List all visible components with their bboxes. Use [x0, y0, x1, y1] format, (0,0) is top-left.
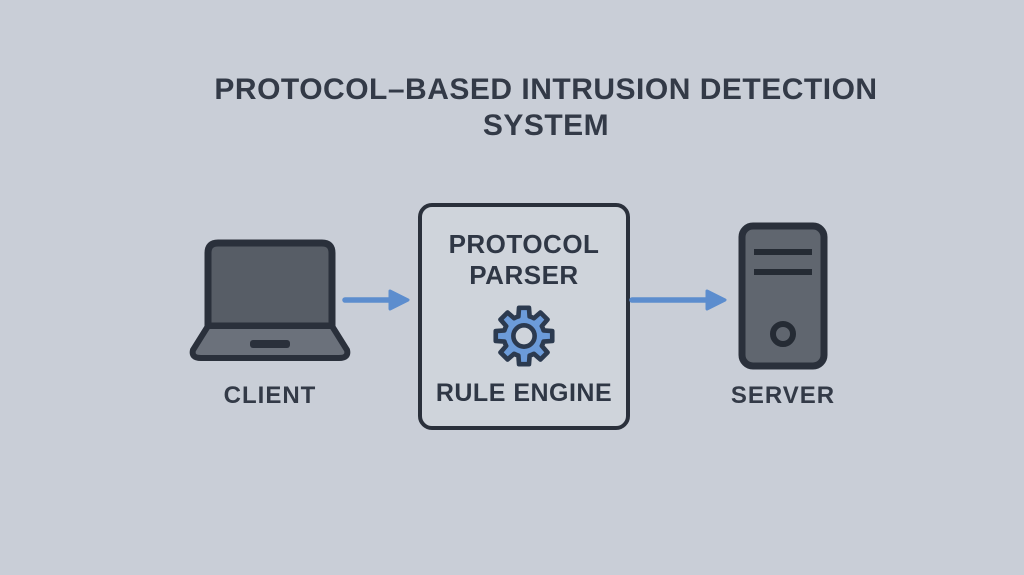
laptop-touchpad — [250, 340, 290, 348]
gear-icon — [493, 305, 555, 367]
parser-title-line-1: PROTOCOL — [448, 229, 600, 259]
server-label: SERVER — [730, 382, 836, 409]
arrow-head — [705, 289, 727, 311]
laptop-icon — [189, 239, 351, 361]
protocol-parser-box: PROTOCOL PARSER RULE ENGINE — [418, 203, 630, 430]
protocol-parser-title: PROTOCOL PARSER — [449, 229, 600, 291]
arrow-parser-to-server-icon — [629, 289, 727, 311]
server-power-button — [770, 321, 796, 347]
page-title: PROTOCOL–BASED INTRUSION DETECTION SYSTE… — [146, 72, 946, 144]
client-label: CLIENT — [223, 382, 317, 409]
server-body — [738, 222, 828, 370]
server-tower-icon — [738, 222, 828, 370]
arrow-client-to-parser-icon — [342, 289, 410, 311]
parser-title-line-2: PARSER — [469, 260, 579, 290]
rule-engine-label: RULE ENGINE — [435, 379, 613, 407]
title-line-2: SYSTEM — [482, 109, 610, 142]
title-line-1: PROTOCOL–BASED INTRUSION DETECTION — [214, 73, 878, 106]
arrow-head — [388, 289, 410, 311]
laptop-screen — [204, 239, 336, 330]
gear-hole — [511, 323, 537, 349]
